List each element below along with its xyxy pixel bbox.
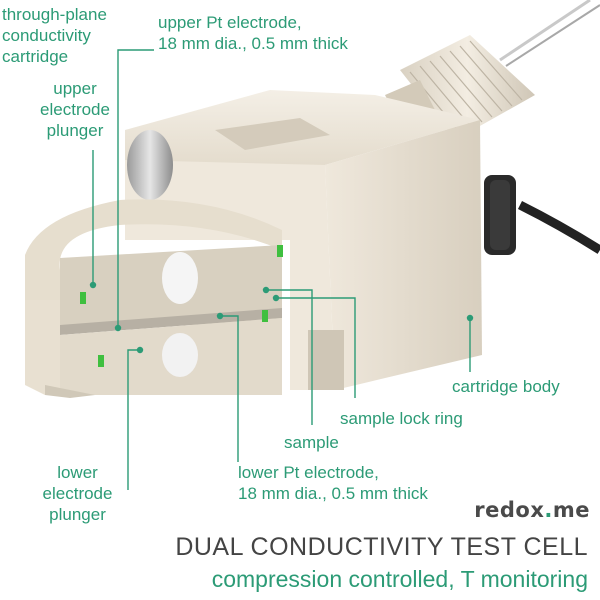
label-upper-plunger: upper electrode plunger: [40, 79, 110, 140]
leader-lines: [92, 49, 471, 490]
label-cartridge: through-plane conductivity cartridge: [2, 5, 107, 66]
label-sample: sample: [284, 433, 339, 452]
label-upper-pt-electrode: upper Pt electrode, 18 mm dia., 0.5 mm t…: [158, 13, 348, 53]
label-lower-pt-electrode: lower Pt electrode, 18 mm dia., 0.5 mm t…: [238, 463, 428, 503]
label-lower-plunger: lower electrode plunger: [42, 463, 113, 524]
tube: [499, 0, 600, 67]
label-cartridge-body: cartridge body: [452, 377, 560, 396]
label-sample-lock-ring: sample lock ring: [340, 409, 463, 428]
cable: [484, 175, 600, 255]
brand-logo: redox.me: [474, 498, 590, 522]
sub-title: compression controlled, T monitoring: [211, 566, 588, 592]
leader-dots: [89, 281, 474, 354]
main-title: DUAL CONDUCTIVITY TEST CELL: [175, 533, 588, 561]
cartridge-body-shape: [125, 90, 482, 390]
